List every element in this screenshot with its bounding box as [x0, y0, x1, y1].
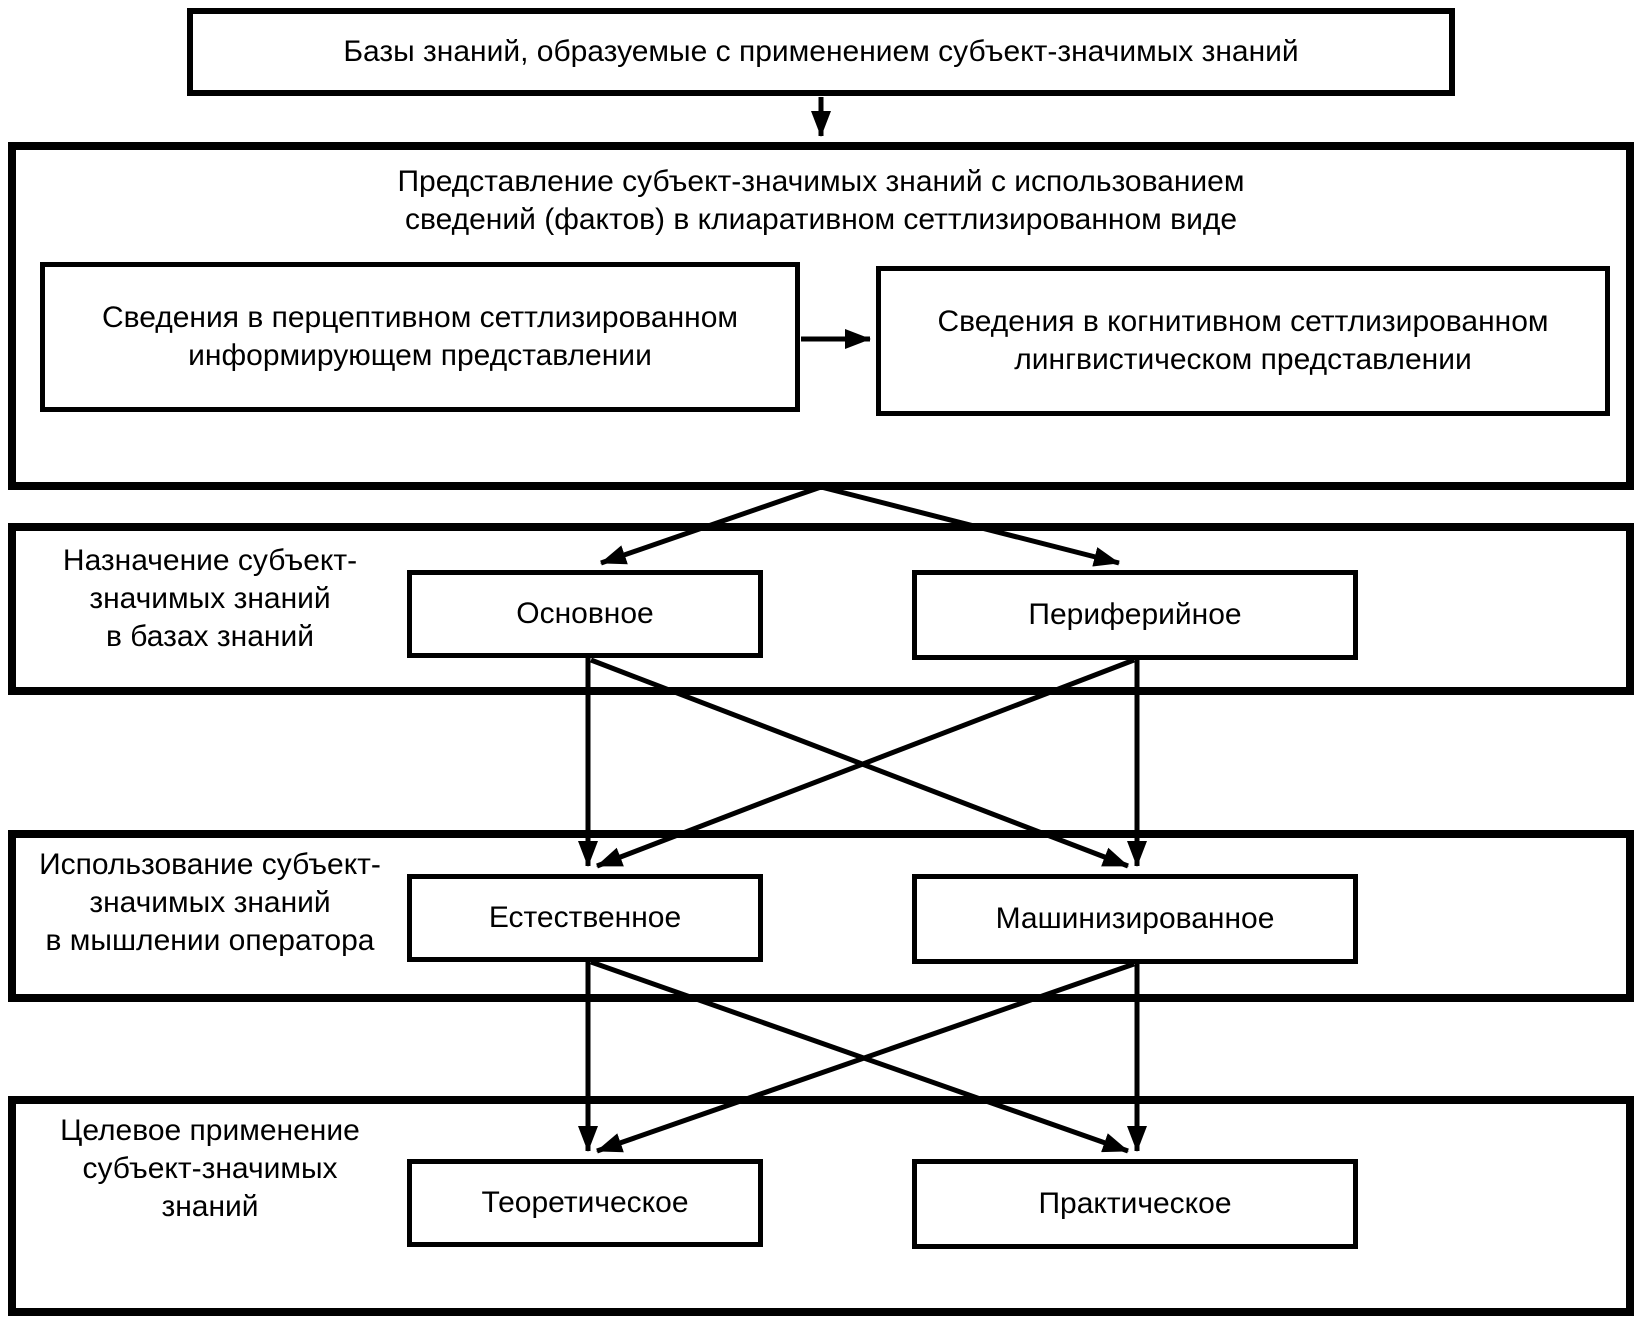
- knowledge-bases-box: Базы знаний, образуемые с применением су…: [187, 8, 1455, 96]
- purpose-peripheral-box: Периферийное: [912, 570, 1358, 660]
- purpose-label-line1: Назначение субъект-: [62, 544, 358, 577]
- application-practical-box: Практическое: [912, 1159, 1358, 1249]
- purpose-main-box: Основное: [407, 570, 763, 658]
- cognitive-box-line2: лингвистическом представлении: [1014, 343, 1472, 376]
- application-label-line3: знаний: [161, 1190, 259, 1223]
- usage-natural-box-text: Естественное: [488, 901, 682, 934]
- application-section-label: Целевое применение субъект-значимых знан…: [20, 1112, 400, 1226]
- purpose-main-box-text: Основное: [516, 597, 654, 630]
- representation-title-line2: сведений (фактов) в клиаративном сеттлиз…: [404, 203, 1238, 236]
- representation-title-line1: Представление субъект-значимых знаний с …: [397, 165, 1245, 198]
- purpose-label-line2: значимых знаний: [89, 582, 331, 615]
- cognitive-box-line1: Сведения в когнитивном сеттлизированном: [937, 305, 1549, 338]
- perceptive-information-box: Сведения в перцептивном сеттлизированном…: [40, 262, 800, 412]
- representation-section-title: Представление субъект-значимых знаний с …: [321, 163, 1321, 239]
- application-label-line2: субъект-значимых: [82, 1152, 338, 1185]
- purpose-section-label: Назначение субъект- значимых знаний в ба…: [20, 542, 400, 656]
- usage-label-line1: Использование субъект-: [39, 848, 381, 881]
- perceptive-box-line2: информирующем представлении: [188, 339, 652, 372]
- application-practical-box-text: Практическое: [1038, 1187, 1232, 1220]
- usage-label-line3: в мышлении оператора: [45, 924, 375, 957]
- perceptive-box-text: Сведения в перцептивном сеттлизированном…: [102, 299, 738, 375]
- purpose-label-line3: в базах знаний: [106, 620, 314, 653]
- application-theoretical-box-text: Теоретическое: [481, 1186, 689, 1219]
- usage-label-line2: значимых знаний: [89, 886, 331, 919]
- cognitive-linguistic-box: Сведения в когнитивном сеттлизированном …: [876, 266, 1610, 416]
- usage-machine-box-text: Машинизированное: [995, 902, 1275, 935]
- application-label-line1: Целевое применение: [60, 1114, 360, 1147]
- cognitive-box-text: Сведения в когнитивном сеттлизированном …: [937, 303, 1548, 379]
- application-theoretical-box: Теоретическое: [407, 1159, 763, 1247]
- usage-section-label: Использование субъект- значимых знаний в…: [20, 846, 400, 960]
- perceptive-box-line1: Сведения в перцептивном сеттлизированном: [101, 301, 739, 334]
- usage-machine-box: Машинизированное: [912, 874, 1358, 964]
- knowledge-bases-box-text: Базы знаний, образуемые с применением су…: [343, 35, 1299, 68]
- purpose-peripheral-box-text: Периферийное: [1028, 598, 1242, 631]
- usage-natural-box: Естественное: [407, 874, 763, 962]
